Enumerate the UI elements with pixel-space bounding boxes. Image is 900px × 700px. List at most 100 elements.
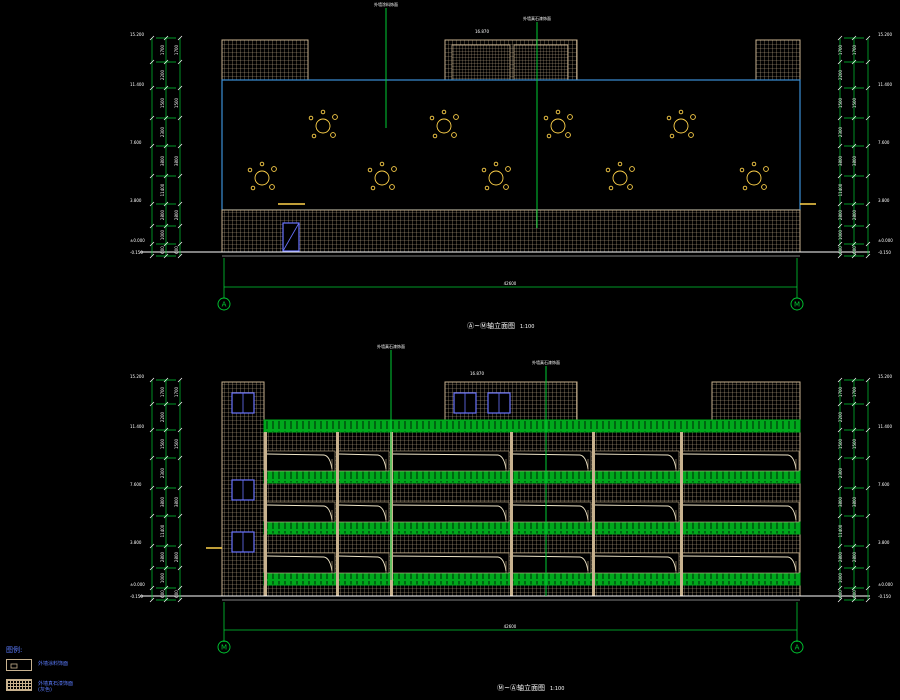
- dimension-value: 600: [160, 590, 165, 598]
- dimension-value: 1500: [174, 97, 179, 108]
- legend-item-stone: 外墙真石漆饰面 (灰色): [6, 679, 116, 693]
- column: [510, 432, 513, 596]
- bottom-dimension-column-left: [149, 377, 183, 603]
- elevation-label: 11.400: [130, 424, 144, 429]
- dimension-value: 3800: [174, 496, 179, 507]
- dimension-value: 2300: [160, 126, 165, 137]
- top-main-facade: [221, 79, 801, 211]
- dimension-value: 1500: [174, 438, 179, 449]
- dimension-value: 3800: [838, 496, 843, 507]
- dimension-value: 2800: [174, 551, 179, 562]
- bottom-axis-label-left: M: [221, 644, 227, 652]
- circle-ornament: [612, 170, 628, 186]
- top-roof-elevation: 16.870: [475, 29, 489, 34]
- elevation-label: 11.400: [878, 82, 892, 87]
- dimension-value: 3800: [838, 155, 843, 166]
- dimension-value: 1700: [160, 386, 165, 397]
- elevation-label: 3.800: [130, 198, 142, 203]
- dimension-value: 600: [852, 590, 857, 598]
- column: [680, 432, 683, 596]
- circle-ornament: [550, 118, 566, 134]
- dimension-value: 1000: [160, 229, 165, 240]
- top-axis-label-right: M: [794, 301, 800, 309]
- dimension-value: 3800: [852, 155, 857, 166]
- dimension-value: 2300: [838, 126, 843, 137]
- dimension-value: 2200: [160, 411, 165, 422]
- dimension-value: 1700: [852, 44, 857, 55]
- elevation-label: 15.200: [878, 374, 892, 379]
- dimension-value: 1500: [852, 438, 857, 449]
- elevation-label: 7.600: [878, 482, 890, 487]
- bottom-roof-tower-right: [711, 381, 801, 421]
- dimension-value: 2300: [160, 467, 165, 478]
- elevation-label: 3.800: [130, 540, 142, 545]
- bottom-total-dimension: 42600: [504, 624, 517, 629]
- elevation-label: ±0.000: [130, 238, 145, 243]
- dimension-value: 1700: [174, 386, 179, 397]
- top-elevation: [140, 8, 871, 311]
- dimension-value: 2800: [838, 551, 843, 562]
- top-axis-label-left: A: [222, 301, 227, 309]
- top-axis-bubble-right: [790, 297, 804, 311]
- elevation-label: -0.150: [878, 594, 891, 599]
- dimension-value: 2800: [174, 209, 179, 220]
- bottom-callout-2: 外墙真石漆饰面: [532, 359, 560, 365]
- dimension-value: 2200: [838, 69, 843, 80]
- circle-ornament: [436, 118, 452, 134]
- column: [336, 432, 339, 596]
- dimension-value: 600: [838, 246, 843, 254]
- dimension-value: 600: [160, 246, 165, 254]
- dimension-value: 3800: [160, 155, 165, 166]
- balcony-railing: [263, 521, 801, 535]
- dimension-value: 1500: [852, 97, 857, 108]
- dimension-value: 3800: [160, 496, 165, 507]
- top-view-scale: 1:100: [520, 324, 534, 330]
- legend-label-stone: 外墙真石漆饰面 (灰色): [38, 681, 74, 693]
- dimension-value: 1000: [160, 572, 165, 583]
- elevation-label: 15.200: [130, 374, 144, 379]
- dimension-value: 11400: [838, 524, 843, 537]
- dimension-value: 1000: [838, 229, 843, 240]
- top-dimension-column-right: [837, 35, 871, 259]
- circle-ornament: [315, 118, 331, 134]
- dimension-value: 1700: [160, 44, 165, 55]
- top-circle-ornaments: [247, 109, 769, 191]
- balcony-railing: [263, 572, 801, 586]
- dimension-value: 1500: [838, 97, 843, 108]
- elevation-label: 7.600: [878, 140, 890, 145]
- bottom-elevation: [140, 350, 871, 654]
- top-roof-tower-left: [221, 39, 309, 81]
- dimension-value: 2800: [852, 551, 857, 562]
- dimension-value: 600: [174, 246, 179, 254]
- elevation-label: 3.800: [878, 540, 890, 545]
- dimension-value: 1500: [838, 438, 843, 449]
- dimension-value: 2200: [838, 411, 843, 422]
- bottom-axis-bubble-right: [790, 640, 804, 654]
- elevation-labels-layer: 15.200 15.200 11.400 11.400 7.600 7.600 3.800 3…: [130, 32, 893, 599]
- bottom-floor-bays: [263, 419, 801, 596]
- top-total-dimension: 42600: [504, 281, 517, 286]
- legend-item-paint: 外墙涂料饰面: [6, 659, 116, 673]
- balcony-railing: [263, 419, 801, 433]
- dimension-value: 600: [174, 590, 179, 598]
- dimension-value: 11400: [160, 183, 165, 196]
- top-callout-1: 外墙涂料饰面: [374, 1, 398, 7]
- elevation-label: ±0.000: [878, 582, 893, 587]
- bottom-view-title: Ⓜ~Ⓐ轴立面图: [497, 683, 545, 692]
- legend: 图例: 外墙涂料饰面 外墙真石漆饰面 (灰色): [4, 645, 124, 700]
- dimension-value: 2800: [838, 209, 843, 220]
- top-axis-bubble-left: [217, 297, 231, 311]
- bottom-dimension-column-right: [837, 377, 871, 603]
- legend-title: 图例:: [6, 646, 23, 654]
- elevation-label: 15.200: [130, 32, 144, 37]
- dimension-value: 2800: [160, 551, 165, 562]
- elevation-label: 7.600: [130, 140, 142, 145]
- dimension-value: 3800: [852, 496, 857, 507]
- top-dimension-column-left: [149, 35, 183, 259]
- elevation-label: -0.150: [130, 250, 143, 255]
- dimension-value: 1500: [160, 97, 165, 108]
- dimension-value: 600: [838, 590, 843, 598]
- circle-ornament: [746, 170, 762, 186]
- balcony-railing: [263, 470, 801, 484]
